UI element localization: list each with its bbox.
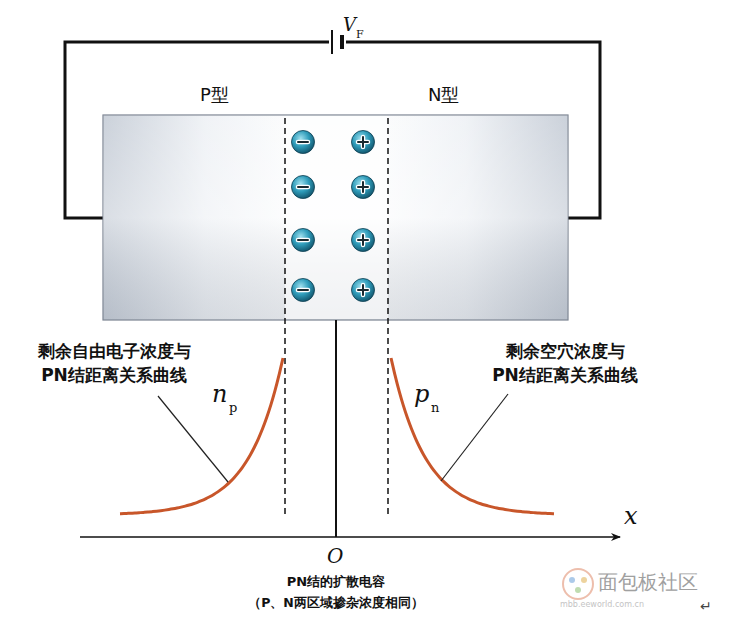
battery-symbol (332, 30, 342, 54)
negative-ion (292, 279, 315, 302)
positive-ion (352, 131, 375, 154)
curve-subscript: n (431, 400, 439, 416)
ion-group (292, 131, 375, 302)
semiconductor-bar (103, 115, 568, 320)
curve-description: 剩余空穴浓度与 PN结距离关系曲线 (465, 340, 665, 388)
positive-ion (352, 229, 375, 252)
negative-ion (292, 229, 315, 252)
watermark: 面包板社区 (598, 570, 698, 594)
voltage-subscript: F (356, 28, 364, 41)
region-name: P型 (200, 84, 229, 106)
leader-line (158, 394, 508, 482)
axis-name: x (624, 502, 638, 531)
origin-label: O (327, 544, 343, 568)
watermark-url: mbb.eeworld.com.cn (560, 600, 644, 610)
caption: PN结的扩散电容 (287, 574, 385, 590)
voltage-symbol: V (343, 14, 356, 36)
x-axis (80, 536, 620, 538)
negative-ion (292, 131, 315, 154)
paragraph-mark: ↵ (700, 598, 712, 615)
caption-note: （P、N两区域掺杂浓度相同） (248, 595, 424, 610)
positive-ion (352, 176, 375, 199)
curve-description: 剩余自由电子浓度与 PN结距离关系曲线 (14, 340, 214, 388)
curve-symbol: p (414, 380, 429, 409)
positive-ion (352, 279, 375, 302)
watermark-logo (563, 569, 593, 599)
negative-ion (292, 176, 315, 199)
curve-subscript: p (229, 400, 237, 416)
junction-line (335, 320, 337, 537)
region-name: N型 (428, 84, 459, 106)
curve-symbol: n (212, 380, 227, 409)
